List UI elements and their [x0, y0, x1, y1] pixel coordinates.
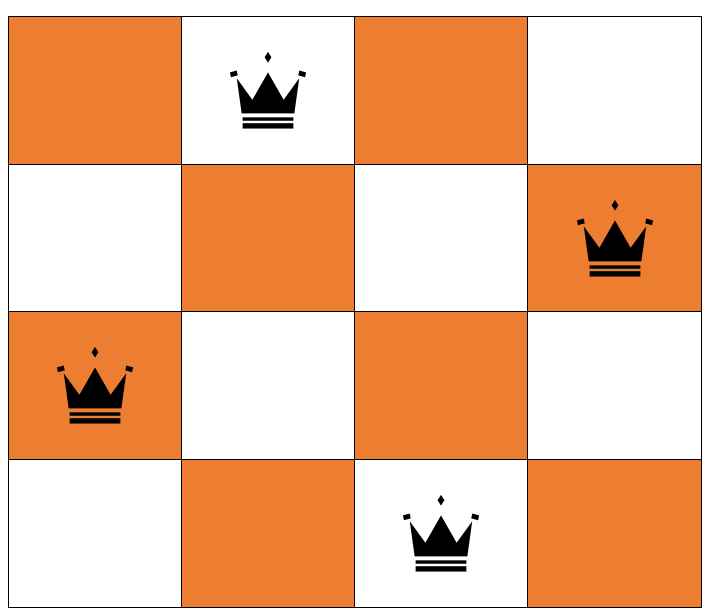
board-square-a2[interactable] [9, 164, 182, 312]
board-square-a4[interactable] [9, 459, 182, 607]
board-square-c2[interactable] [355, 164, 528, 312]
board-square-b3[interactable] [182, 312, 355, 460]
queen-crown-icon[interactable] [569, 197, 661, 279]
board-square-c4[interactable] [355, 459, 528, 607]
queen-crown-icon[interactable] [222, 49, 314, 131]
board-square-d3[interactable] [528, 312, 701, 460]
board-square-b1[interactable] [182, 17, 355, 165]
board-square-d1[interactable] [528, 17, 701, 165]
queen-crown-icon[interactable] [395, 492, 487, 574]
board-square-a3[interactable] [9, 312, 182, 460]
board-square-c3[interactable] [355, 312, 528, 460]
board-square-b2[interactable] [182, 164, 355, 312]
board-square-a1[interactable] [9, 17, 182, 165]
board-square-c1[interactable] [355, 17, 528, 165]
board-square-d2[interactable] [528, 164, 701, 312]
board-square-d4[interactable] [528, 459, 701, 607]
chess-board [8, 16, 702, 608]
board-square-b4[interactable] [182, 459, 355, 607]
queen-crown-icon[interactable] [49, 344, 141, 426]
